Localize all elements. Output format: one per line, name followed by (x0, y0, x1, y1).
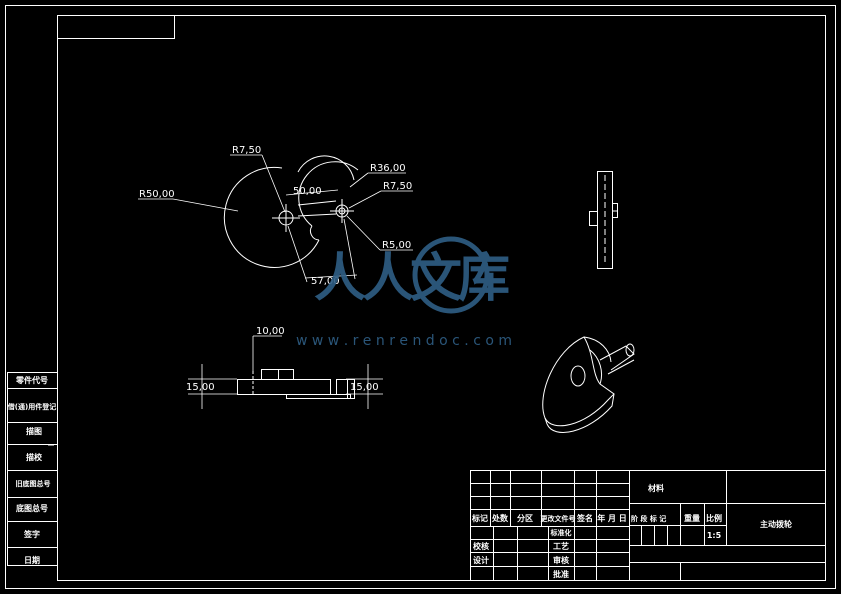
slot-edge-top (297, 200, 337, 206)
strip-borrowed-register: 借(通)用件登记 (7, 402, 56, 411)
watermark-logo-ring (412, 236, 490, 314)
dim-r-big: R50,00 (139, 189, 175, 200)
big-arc-outline (223, 166, 320, 268)
dim-r-right-hole: R7,50 (383, 181, 412, 192)
row-design: 设计 (473, 555, 489, 565)
outer-r36-arc (297, 155, 355, 181)
dim-top-offset: 10,00 (256, 326, 285, 337)
stage-label: 阶 段 标 记 (631, 514, 666, 523)
section-view-leaders (188, 335, 383, 409)
strip-part-code: 零件代号 (15, 375, 48, 385)
strip-drawing-no: 底图总号 (15, 503, 48, 513)
row-review: 审核 (553, 555, 569, 565)
dim-r-small: R5,00 (382, 240, 411, 251)
section-view (237, 369, 355, 399)
drawing-name: 主动拨轮 (760, 519, 792, 529)
header-sign: 签名 (576, 513, 593, 523)
dim-left-height: 15,00 (186, 382, 215, 393)
dim-center-distance: 50,00 (293, 186, 322, 197)
left-strip-grid (7, 372, 58, 566)
dim-bottom-width: 57,00 (311, 276, 340, 287)
strip-tracing: 描图 (26, 426, 42, 436)
title-block-text: 材料 主动拨轮 标记 处数 分区 更改文件号 签名 年 月 日 阶 段 标 记 … (471, 483, 792, 579)
left-strip-labels: 零件代号 借(通)用件登记 描图 描校 旧底图总号 底图总号 签字 日期 (7, 375, 56, 565)
header-doc-no: 更改文件号 (541, 514, 576, 523)
watermark-logo-text: 人人文库 (314, 249, 509, 309)
row-standardization: 标准化 (550, 528, 572, 537)
dim-right-height: 15,00 (350, 382, 379, 393)
dim-r-left-hole: R7,50 (232, 145, 261, 156)
weight-label: 重量 (684, 513, 700, 523)
scale-value: 1:5 (707, 531, 722, 540)
main-view (223, 155, 359, 268)
main-view-dimensions: R7,50 R36,00 R7,50 R50,00 50,00 R5,00 57… (139, 145, 412, 287)
strip-signature: 签字 (23, 529, 40, 539)
row-approve: 批准 (553, 569, 569, 579)
sheet-borders (5, 5, 836, 589)
material-label: 材料 (648, 483, 664, 493)
header-zone: 分区 (517, 513, 533, 523)
isometric-view (542, 336, 635, 433)
watermark: 人人文库 w w w . r e n r e n d o c . c o m (296, 236, 513, 349)
watermark-url: w w w . r e n r e n d o c . c o m (296, 333, 512, 349)
outer-border (5, 5, 836, 589)
dim-r-outer: R36,00 (370, 163, 406, 174)
header-count: 处数 (491, 513, 509, 523)
strip-date: 日期 (24, 555, 40, 565)
slot-edge-bottom (297, 213, 337, 217)
row-proofread: 校核 (473, 541, 489, 551)
main-view-leaders (138, 154, 413, 283)
section-view-dimensions: 10,00 15,00 15,00 (186, 326, 379, 393)
notch-arc (309, 225, 320, 241)
header-date: 年 月 日 (597, 513, 627, 523)
header-mark: 标记 (471, 513, 488, 523)
strip-trace-check: 描校 (26, 452, 43, 462)
title-block-grid (470, 470, 826, 581)
row-process: 工艺 (553, 541, 569, 551)
inner-frame (57, 15, 826, 581)
strip-old-drawing-no: 旧底图总号 (16, 479, 51, 488)
top-left-code-box (57, 15, 175, 39)
scale-label: 比例 (706, 513, 722, 523)
side-view (589, 171, 618, 269)
